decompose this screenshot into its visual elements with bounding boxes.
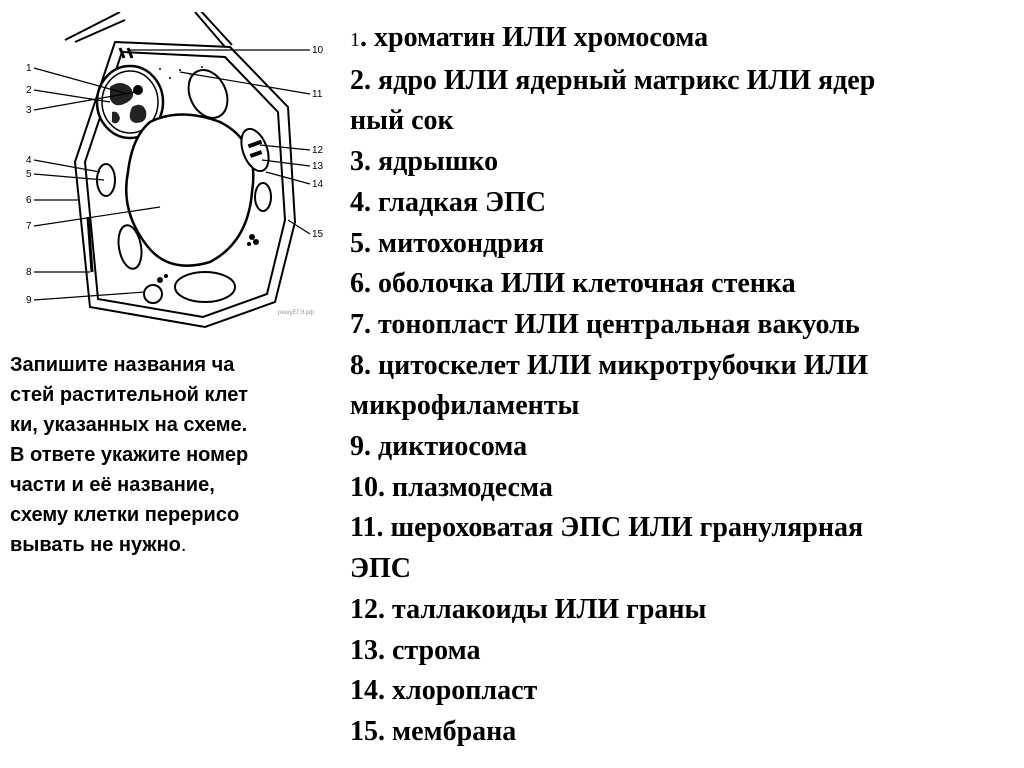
diagram-label-9: 9 [26,295,32,306]
answer-list: 1. хроматин ИЛИ хромосома 2. ядро ИЛИ яд… [350,18,1015,753]
cell-wall-inner [83,50,287,319]
answer-line: микрофиламенты [350,390,580,422]
answer-line: 13. строма [350,634,481,666]
answer-line: 4. гладкая ЭПС [350,186,547,218]
plastid [117,224,143,270]
leader-line [259,144,311,151]
task-line: В ответе укажите номер [10,444,249,466]
leader-line [33,67,129,95]
answer-line: 6. оболочка ИЛИ клеточная стенка [350,268,796,300]
nucleus [95,64,165,140]
answer-line: 8. цитоскелет ИЛИ микротрубочки ИЛИ [350,349,869,381]
task-line: стей растительной клет [10,384,248,406]
answer-line: ный сок [350,105,454,137]
neighbor-wall-line [64,12,121,41]
leader-line [33,89,111,103]
task-line: Запишите названия ча [10,354,235,376]
answer-line: 10. плазмодесма [350,471,553,503]
answer-line: 7. тонопласт ИЛИ центральная вакуоль [350,308,860,340]
neighbor-wall-line [200,12,233,46]
nucleolus [133,85,143,95]
diagram-label-13: 13 [312,161,324,172]
leader-line [179,71,311,95]
answer-line: 12. таллакоиды ИЛИ граны [350,593,707,625]
diagram-label-15: 15 [312,229,324,240]
leader-line [33,206,161,227]
leader-line [265,171,311,185]
task-line: части и её название, [10,474,215,496]
central-vacuole [124,113,255,267]
diagram-label-2: 2 [26,85,32,96]
task-line-text: вывать не нужно [10,534,181,556]
vacuole-small [187,69,229,119]
leader-line [33,173,105,181]
task-end-mark: . [180,534,187,556]
diagram-label-4: 4 [26,155,32,166]
vacuole-small [174,271,236,303]
mitochondrion [254,182,272,212]
dictyosome [143,284,163,304]
task-line: схему клетки перерисо [10,504,240,526]
cytoskeleton [86,216,94,273]
leader-line [33,159,101,173]
diagram-label-3: 3 [26,105,32,116]
diagram-label-12: 12 [312,145,324,156]
diagram-label-1: 1 [26,63,32,74]
cell-wall-outer [73,40,297,329]
diagram-label-11: 11 [312,89,323,100]
diagram-label-10: 10 [312,45,324,56]
answer-line: 14. хлоропласт [350,675,538,707]
plasmodesma [118,47,126,59]
leader-line [287,219,311,235]
answer-line: 3. ядрышко [350,146,499,178]
diagram-label-8: 8 [26,267,32,278]
task-line-last: вывать не нужно. [10,530,320,560]
answer-line: 11. шероховатая ЭПС ИЛИ гранулярная [350,512,864,544]
watermark: решуЕГЭ.рф [278,310,314,316]
answer-line-1: 1. хроматин ИЛИ хромосома [350,18,1015,61]
diagram-label-6: 6 [26,195,32,206]
leader-line [261,159,311,167]
answer-number-1: 1 [350,29,360,51]
answer-line: 15. мембрана [350,715,517,747]
answer-text-1: . хроматин ИЛИ хромосома [360,22,709,53]
diagram-label-5: 5 [26,169,32,180]
answer-line: 9. диктиосома [350,431,528,463]
answer-line: 2. ядро ИЛИ ядерный матрикс ИЛИ ядер [350,64,876,96]
diagram-label-14: 14 [312,179,324,190]
diagram-label-7: 7 [26,221,32,232]
leader-line [33,91,137,111]
task-line: ки, указанных на схеме. [10,414,248,436]
neighbor-wall-line [74,19,126,43]
plant-cell-diagram: 1 2 3 4 5 6 7 8 9 10 11 12 13 14 15 решу… [26,12,324,329]
answer-line: ЭПС [350,553,411,585]
answer-line: 5. митохондрия [350,227,544,259]
leader-line [33,291,146,301]
neighbor-wall-line [194,12,226,48]
task-description: Запишите названия ча стей растительной к… [10,350,320,560]
